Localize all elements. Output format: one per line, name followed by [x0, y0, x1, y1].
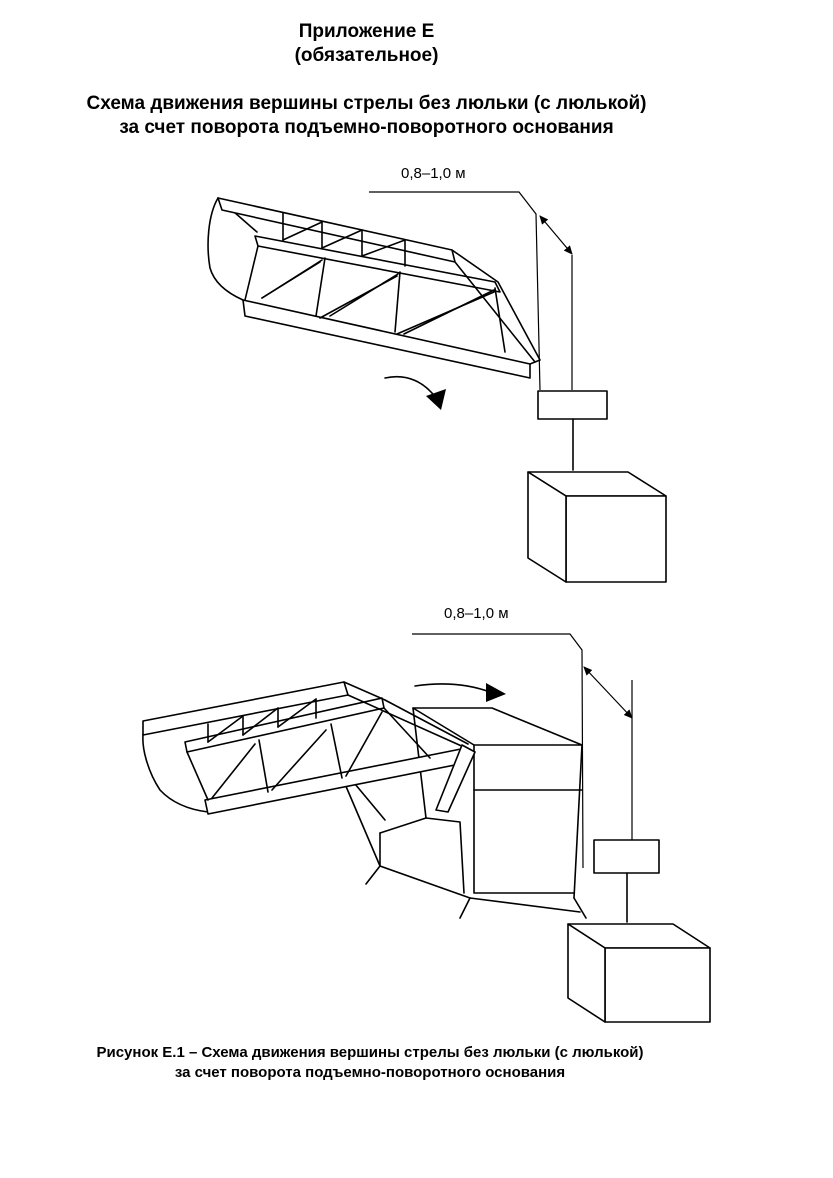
dimension-line-bottom	[583, 666, 633, 719]
hook-block-bottom	[593, 839, 660, 874]
leader-line-top	[369, 191, 541, 391]
bottom-figure	[142, 633, 711, 1023]
caption-line-1: Рисунок Е.1 – Схема движения вершины стр…	[96, 1044, 644, 1061]
rotation-path-bottom	[414, 683, 491, 693]
figure-caption: Рисунок Е.1 – Схема движения вершины стр…	[0, 1043, 740, 1083]
dimension-line-top	[539, 215, 573, 255]
boom-truss-top	[207, 197, 541, 379]
basket	[344, 707, 587, 919]
dimension-label-top: 0,8–1,0 м	[401, 165, 466, 182]
appendix-heading: Приложение Е (обязательное)	[0, 20, 733, 68]
leader-line-bottom	[412, 633, 584, 869]
rotation-path-top	[384, 376, 437, 399]
hook-block-top	[537, 390, 608, 420]
scheme-title-line-2: за счет поворота подъемно-поворотного ос…	[119, 117, 614, 138]
scheme-title: Схема движения вершины стрелы без люльки…	[0, 92, 733, 140]
rotation-arrow-icon	[486, 683, 506, 702]
caption-line-2: за счет поворота подъемно-поворотного ос…	[174, 1064, 566, 1081]
dimension-label-bottom: 0,8–1,0 м	[444, 605, 509, 622]
top-figure	[207, 191, 667, 583]
appendix-title: Приложение Е	[298, 21, 435, 42]
rotation-arrow-icon	[426, 389, 446, 410]
scheme-title-line-1: Схема движения вершины стрелы без люльки…	[86, 93, 647, 114]
load-box-bottom	[567, 923, 711, 1023]
boom-truss-bottom	[142, 681, 476, 815]
appendix-note: (обязательное)	[294, 45, 439, 66]
load-box-top	[527, 471, 667, 583]
